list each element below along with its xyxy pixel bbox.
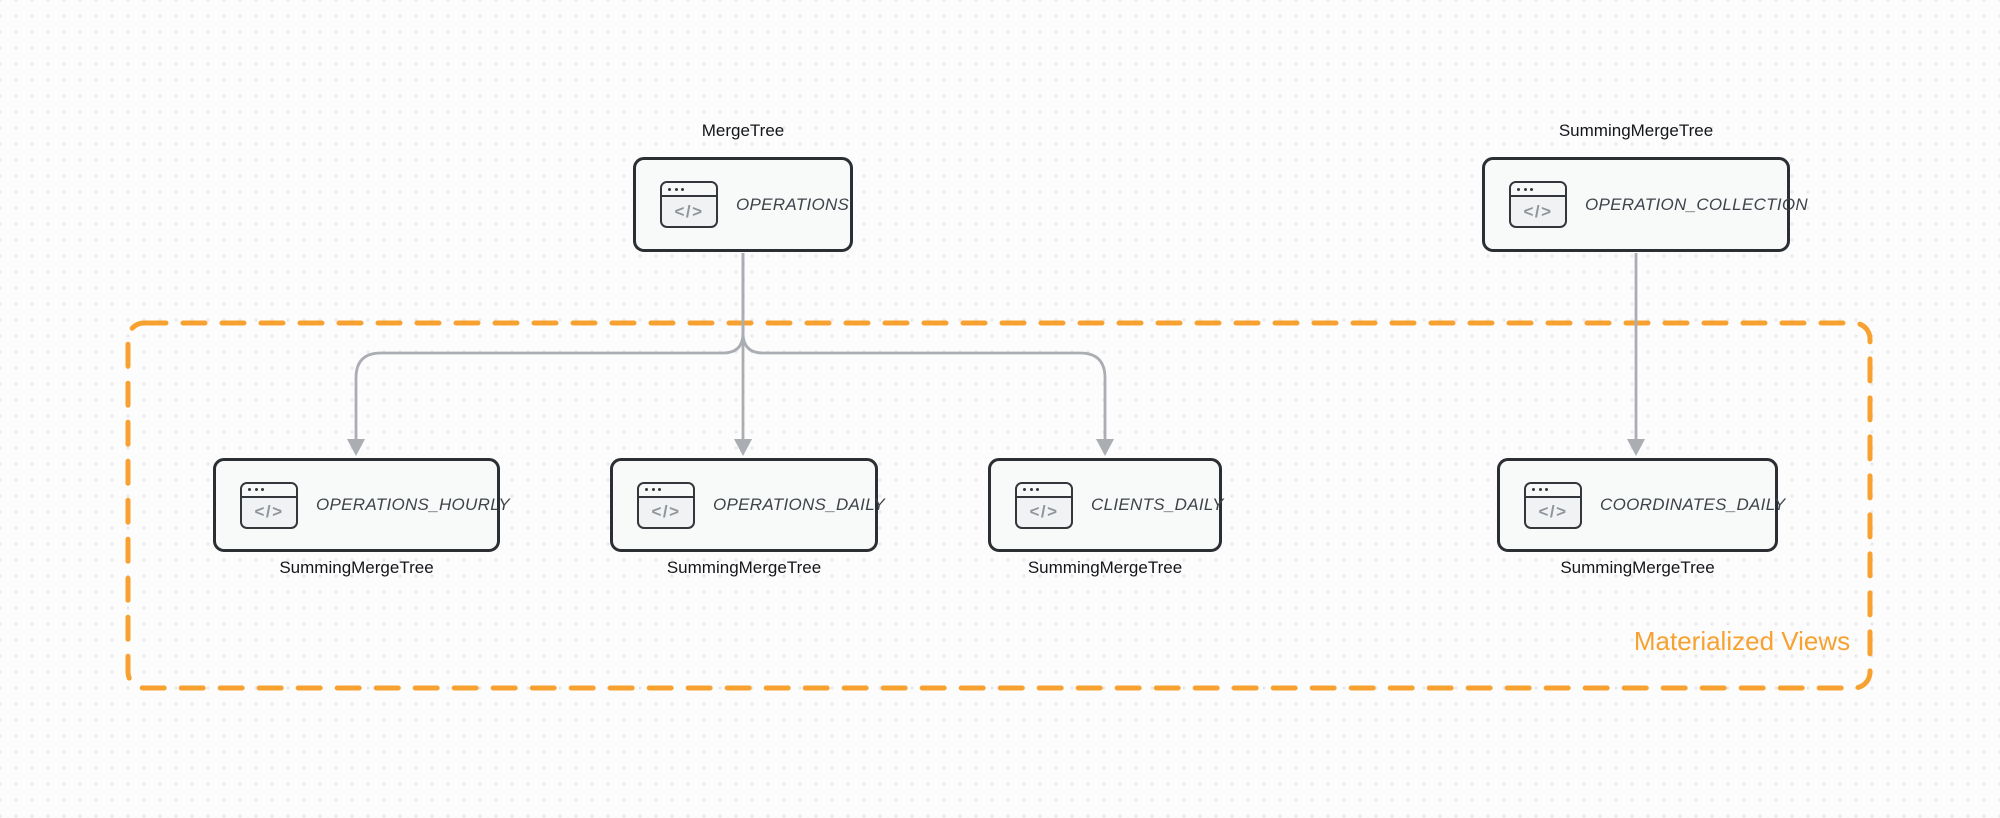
materialized-views-label: Materialized Views [1633, 626, 1851, 656]
engine-label-summingmergetree: SummingMergeTree [1560, 558, 1715, 577]
code-glyph: </> [1538, 502, 1568, 521]
engine-label-summingmergetree: SummingMergeTree [1558, 121, 1714, 140]
engine-label-summingmergetree: SummingMergeTree [666, 558, 822, 577]
code-glyph: </> [651, 502, 681, 521]
node-label: OPERATIONS_DAILY [713, 495, 886, 514]
code-glyph: </> [1523, 201, 1553, 221]
edge-operations-to-operations-hourly [354, 253, 745, 440]
code-window-icon: </> [240, 481, 298, 529]
engine-label-summingmergetree: SummingMergeTree [1027, 558, 1183, 577]
node-operations-daily[interactable]: </> OPERATIONS_DAILY [610, 458, 885, 552]
engine-label-mergetree: MergeTree [701, 121, 785, 140]
code-window-icon: </> [660, 181, 718, 228]
code-window-icon: </> [1015, 481, 1073, 529]
engine-label-summingmergetree: SummingMergeTree [279, 558, 434, 577]
node-label: CLIENTS_DAILY [1091, 495, 1224, 514]
code-window-icon: </> [637, 481, 695, 529]
code-window-icon: </> [1509, 181, 1567, 228]
node-clients-daily[interactable]: </> CLIENTS_DAILY [988, 458, 1224, 552]
node-operations-hourly[interactable]: </> OPERATIONS_HOURLY [213, 458, 510, 552]
window-dots [242, 483, 296, 498]
code-window-icon: </> [1524, 481, 1582, 529]
node-label: COORDINATES_DAILY [1600, 495, 1786, 514]
code-glyph: </> [254, 502, 284, 521]
node-label: OPERATIONS [736, 194, 850, 214]
node-operations[interactable]: </> OPERATIONS [633, 157, 853, 252]
node-coordinates-daily[interactable]: </> COORDINATES_DAILY [1497, 458, 1785, 552]
node-operation-collection[interactable]: </> OPERATION_COLLECTION [1482, 157, 1808, 252]
node-label: OPERATION_COLLECTION [1585, 194, 1808, 214]
node-label: OPERATIONS_HOURLY [316, 495, 511, 514]
code-glyph: </> [1029, 502, 1059, 521]
window-dots [639, 483, 693, 498]
window-dots [1511, 183, 1565, 197]
edge-operations-to-clients-daily [741, 253, 1107, 440]
edge-arrowheads [347, 439, 1645, 456]
code-glyph: </> [674, 201, 704, 221]
window-dots [662, 183, 716, 197]
window-dots [1526, 483, 1580, 498]
window-dots [1017, 483, 1071, 498]
